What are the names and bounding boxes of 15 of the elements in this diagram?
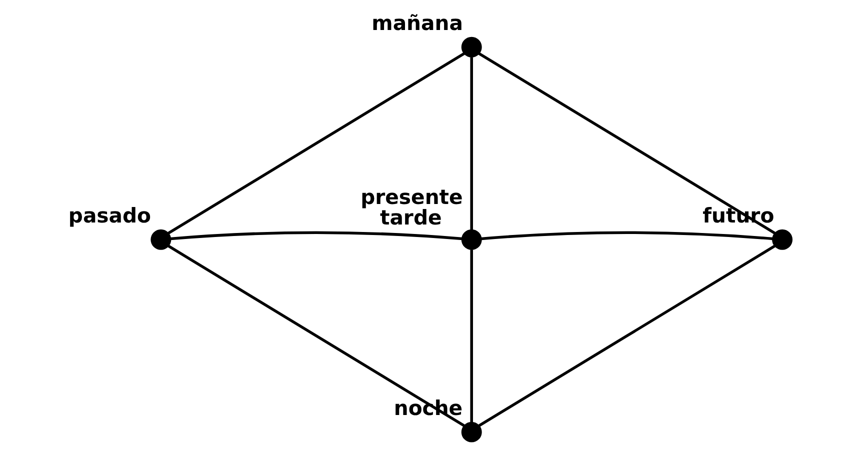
node-circle (772, 229, 792, 250)
connector (166, 244, 464, 427)
node-label: pasado (68, 204, 151, 228)
node-label: mañana (371, 11, 462, 36)
connector (477, 52, 776, 234)
connector (470, 250, 472, 422)
node-circle (460, 229, 482, 250)
connector (170, 231, 462, 240)
node-circle (150, 229, 171, 250)
connector (470, 57, 472, 230)
connector (480, 231, 772, 240)
connector (167, 52, 465, 234)
connector (478, 244, 776, 427)
node-circle (460, 422, 482, 442)
node-circle (460, 36, 482, 58)
